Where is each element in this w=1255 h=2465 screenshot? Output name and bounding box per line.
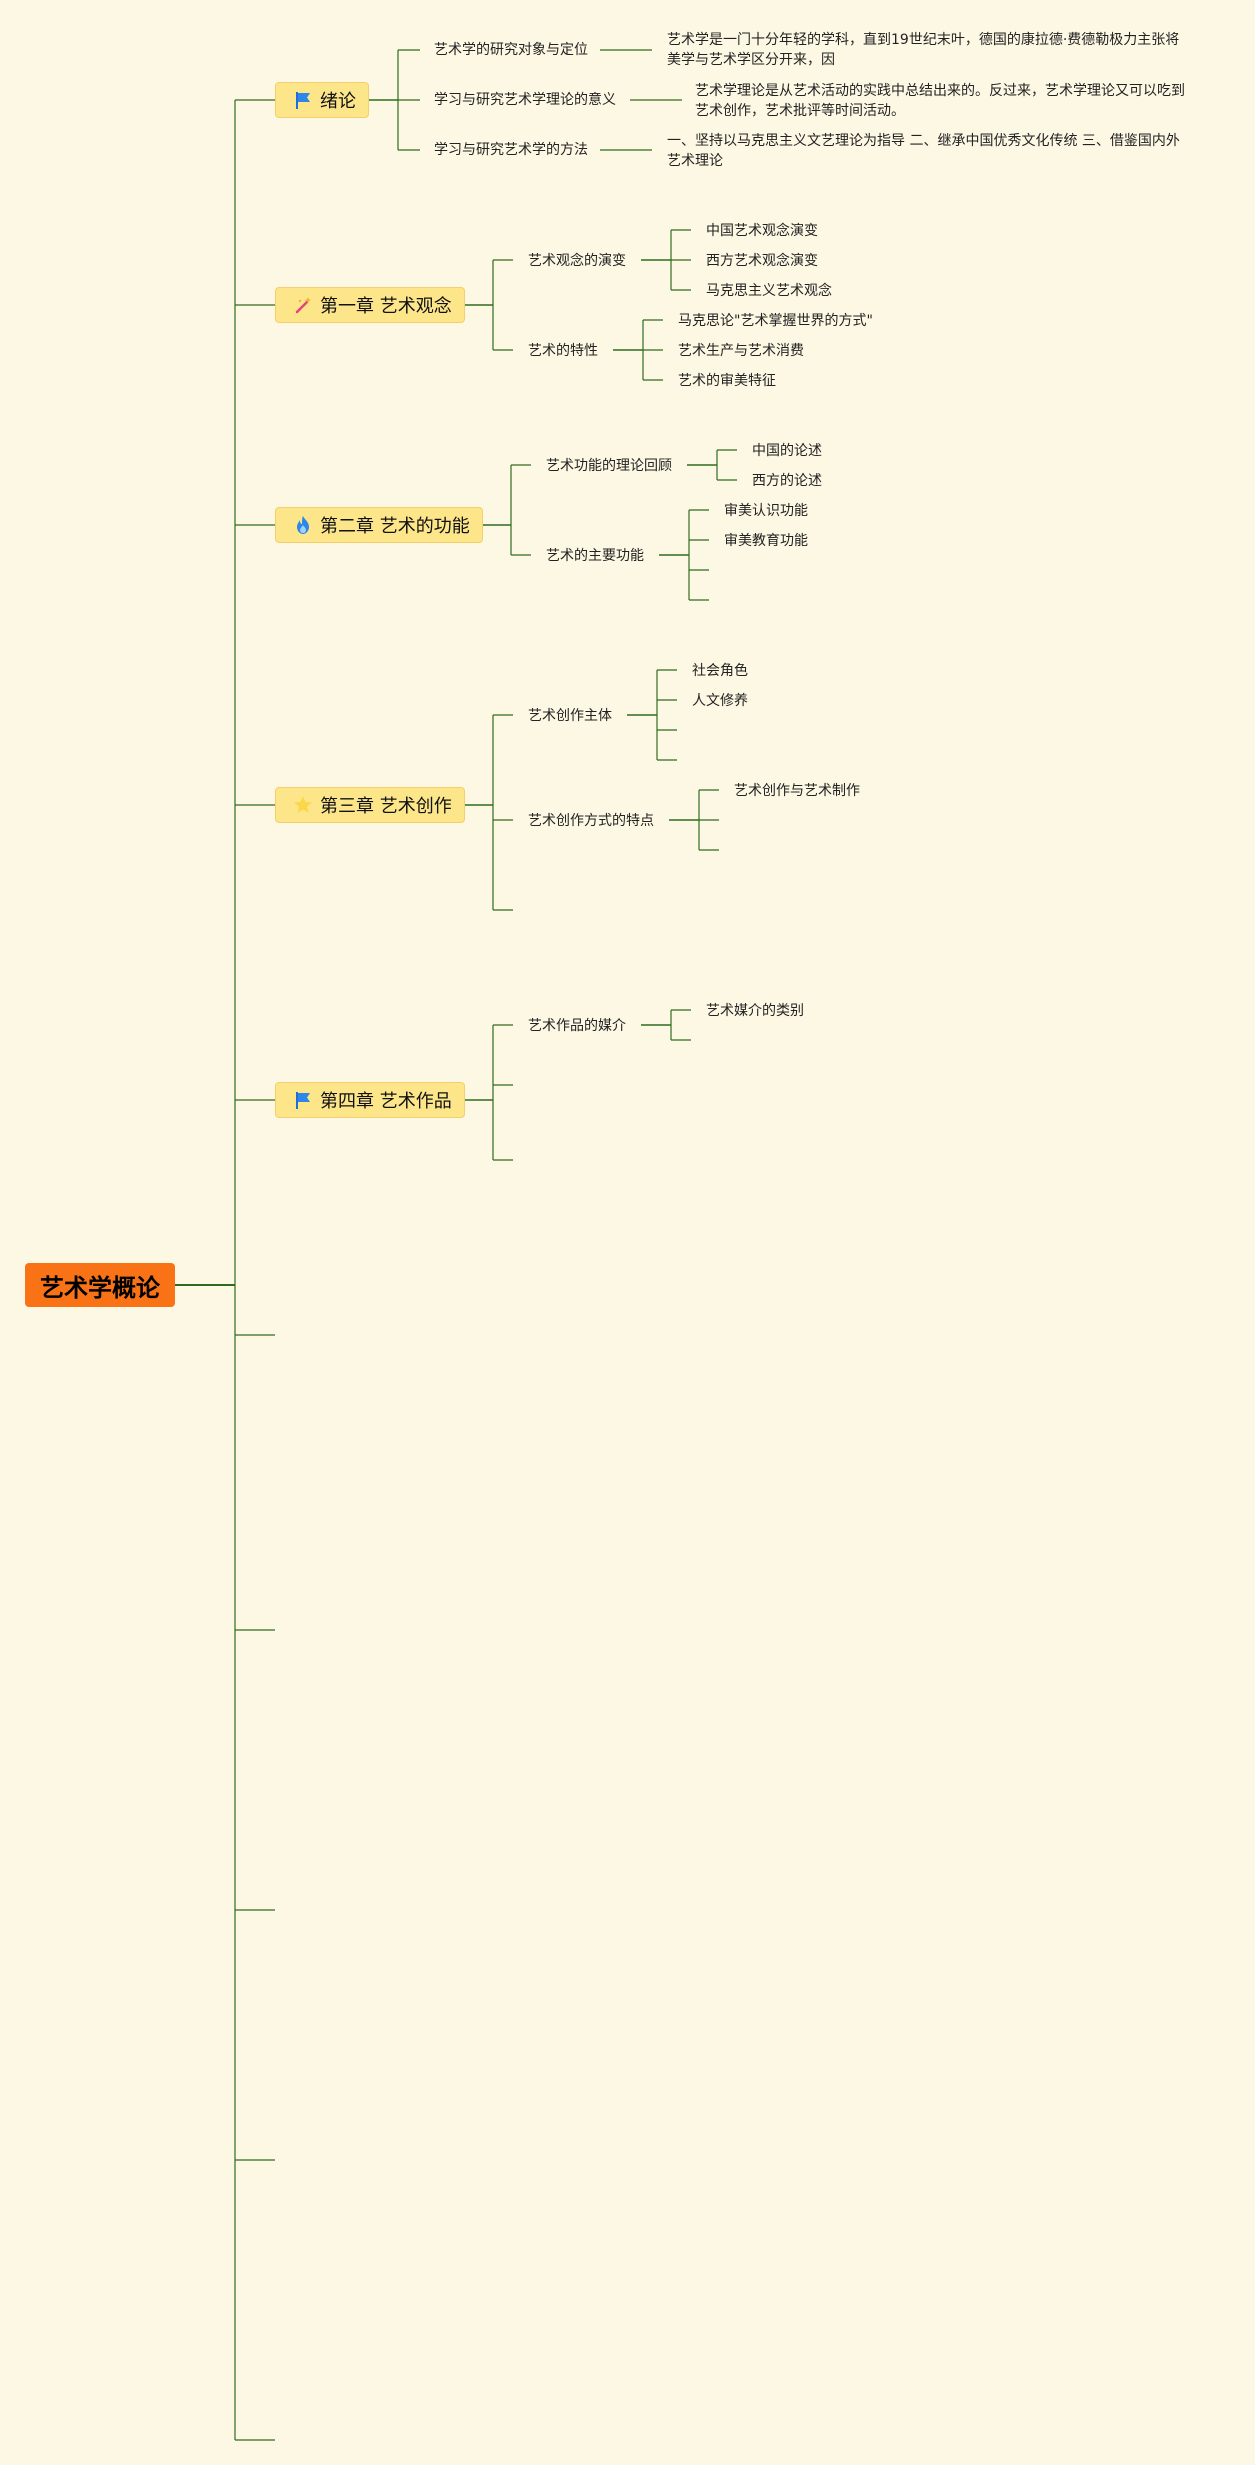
leaf-western-concept[interactable]: 西方艺术观念演变 xyxy=(706,253,818,269)
leaf-marxist-concept[interactable]: 马克思主义艺术观念 xyxy=(706,283,832,299)
leaf-western-discussion[interactable]: 西方的论述 xyxy=(752,473,822,489)
fire-icon xyxy=(292,514,314,536)
topic-artwork-medium[interactable]: 艺术作品的媒介 xyxy=(528,1018,626,1034)
leaf-creation-and-making[interactable]: 艺术创作与艺术制作 xyxy=(734,783,860,799)
chapter-node-art-function[interactable]: 第二章 艺术的功能 xyxy=(275,507,483,543)
detail-significance: 艺术学理论是从艺术活动的实践中总结出来的。反过来，艺术学理论又可以吃到艺术创作，… xyxy=(695,83,1185,119)
leaf-social-role[interactable]: 社会角色 xyxy=(692,663,748,679)
topic-creative-subject[interactable]: 艺术创作主体 xyxy=(528,708,612,724)
leaf-aesthetic-features[interactable]: 艺术的审美特征 xyxy=(678,373,776,389)
chapter-label: 第四章 艺术作品 xyxy=(320,1091,452,1112)
topic-concept-evolution[interactable]: 艺术观念的演变 xyxy=(528,253,626,269)
detail-research-object: 艺术学是一门十分年轻的学科，直到19世纪末叶，德国的康拉德·费德勒极力主张将美学… xyxy=(667,32,1180,68)
chapter-node-art-creation[interactable]: 第三章 艺术创作 xyxy=(275,787,465,823)
blue-flag-icon xyxy=(292,89,314,111)
chapter-node-artwork[interactable]: 第四章 艺术作品 xyxy=(275,1082,465,1118)
leaf-humanistic-cultivation[interactable]: 人文修养 xyxy=(692,693,748,709)
leaf-marx-way[interactable]: 马克思论"艺术掌握世界的方式" xyxy=(678,313,873,329)
leaf-medium-types[interactable]: 艺术媒介的类别 xyxy=(706,1003,804,1019)
chapter-label: 绪论 xyxy=(320,91,356,112)
leaf-chinese-discussion[interactable]: 中国的论述 xyxy=(752,443,822,459)
chapter-label: 第三章 艺术创作 xyxy=(320,796,452,817)
root-label: 艺术学概论 xyxy=(40,1273,160,1302)
topic-research-object[interactable]: 艺术学的研究对象与定位 xyxy=(434,42,588,58)
chapter-node-art-concept[interactable]: 第一章 艺术观念 xyxy=(275,287,465,323)
root-node[interactable]: 艺术学概论 xyxy=(25,1263,175,1307)
chapter-label: 第一章 艺术观念 xyxy=(320,296,452,317)
leaf-aesthetic-education[interactable]: 审美教育功能 xyxy=(724,533,808,549)
topic-creation-features[interactable]: 艺术创作方式的特点 xyxy=(528,813,654,829)
leaf-production-consumption[interactable]: 艺术生产与艺术消费 xyxy=(678,343,804,359)
leaf-aesthetic-cognition[interactable]: 审美认识功能 xyxy=(724,503,808,519)
topic-function-review[interactable]: 艺术功能的理论回顾 xyxy=(546,458,672,474)
topic-methods[interactable]: 学习与研究艺术学的方法 xyxy=(434,142,588,158)
topic-art-characteristics[interactable]: 艺术的特性 xyxy=(528,343,598,359)
topic-main-functions[interactable]: 艺术的主要功能 xyxy=(546,548,644,564)
star-icon xyxy=(292,794,314,816)
detail-methods: 一、坚持以马克思主义文艺理论为指导 二、继承中国优秀文化传统 三、借鉴国内外艺术… xyxy=(667,133,1180,169)
chapter-label: 第二章 艺术的功能 xyxy=(320,516,470,537)
topic-significance[interactable]: 学习与研究艺术学理论的意义 xyxy=(434,92,616,108)
chapter-node-intro[interactable]: 绪论 xyxy=(275,82,369,118)
leaf-chinese-concept[interactable]: 中国艺术观念演变 xyxy=(706,223,818,239)
blue-flag-icon xyxy=(292,1089,314,1111)
magic-wand-icon xyxy=(292,294,314,316)
